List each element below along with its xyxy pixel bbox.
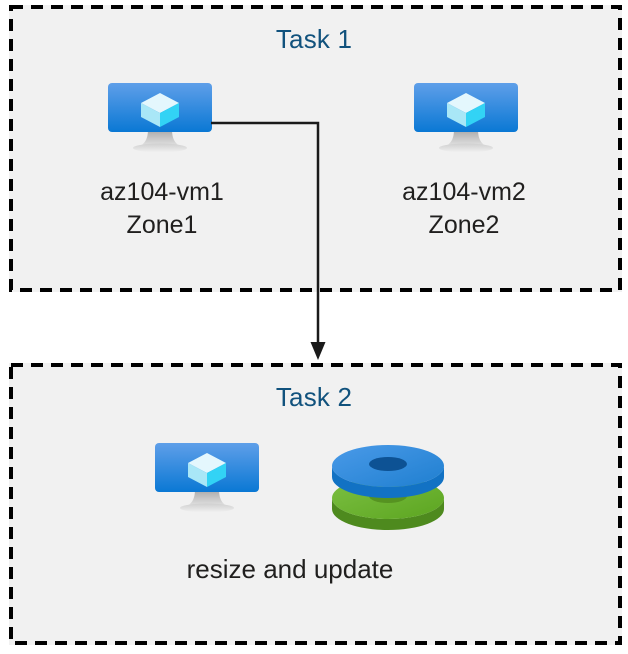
- virtual-machine-icon[interactable]: [108, 83, 212, 155]
- task2-container: [9, 363, 622, 645]
- connector-arrow: [211, 121, 326, 360]
- arrowhead-icon: [310, 342, 326, 360]
- vm1-label: az104-vm1 Zone1: [100, 178, 224, 239]
- task2-title: Task 2: [275, 382, 353, 412]
- virtual-machine-icon[interactable]: [414, 83, 518, 155]
- task1-title: Task 1: [275, 24, 353, 54]
- virtual-machine-icon[interactable]: [155, 443, 259, 515]
- task2-label: resize and update: [186, 554, 394, 584]
- task1-container: [9, 5, 622, 292]
- vm2-label: az104-vm2 Zone2: [402, 178, 526, 239]
- managed-disks-icon[interactable]: [330, 440, 446, 532]
